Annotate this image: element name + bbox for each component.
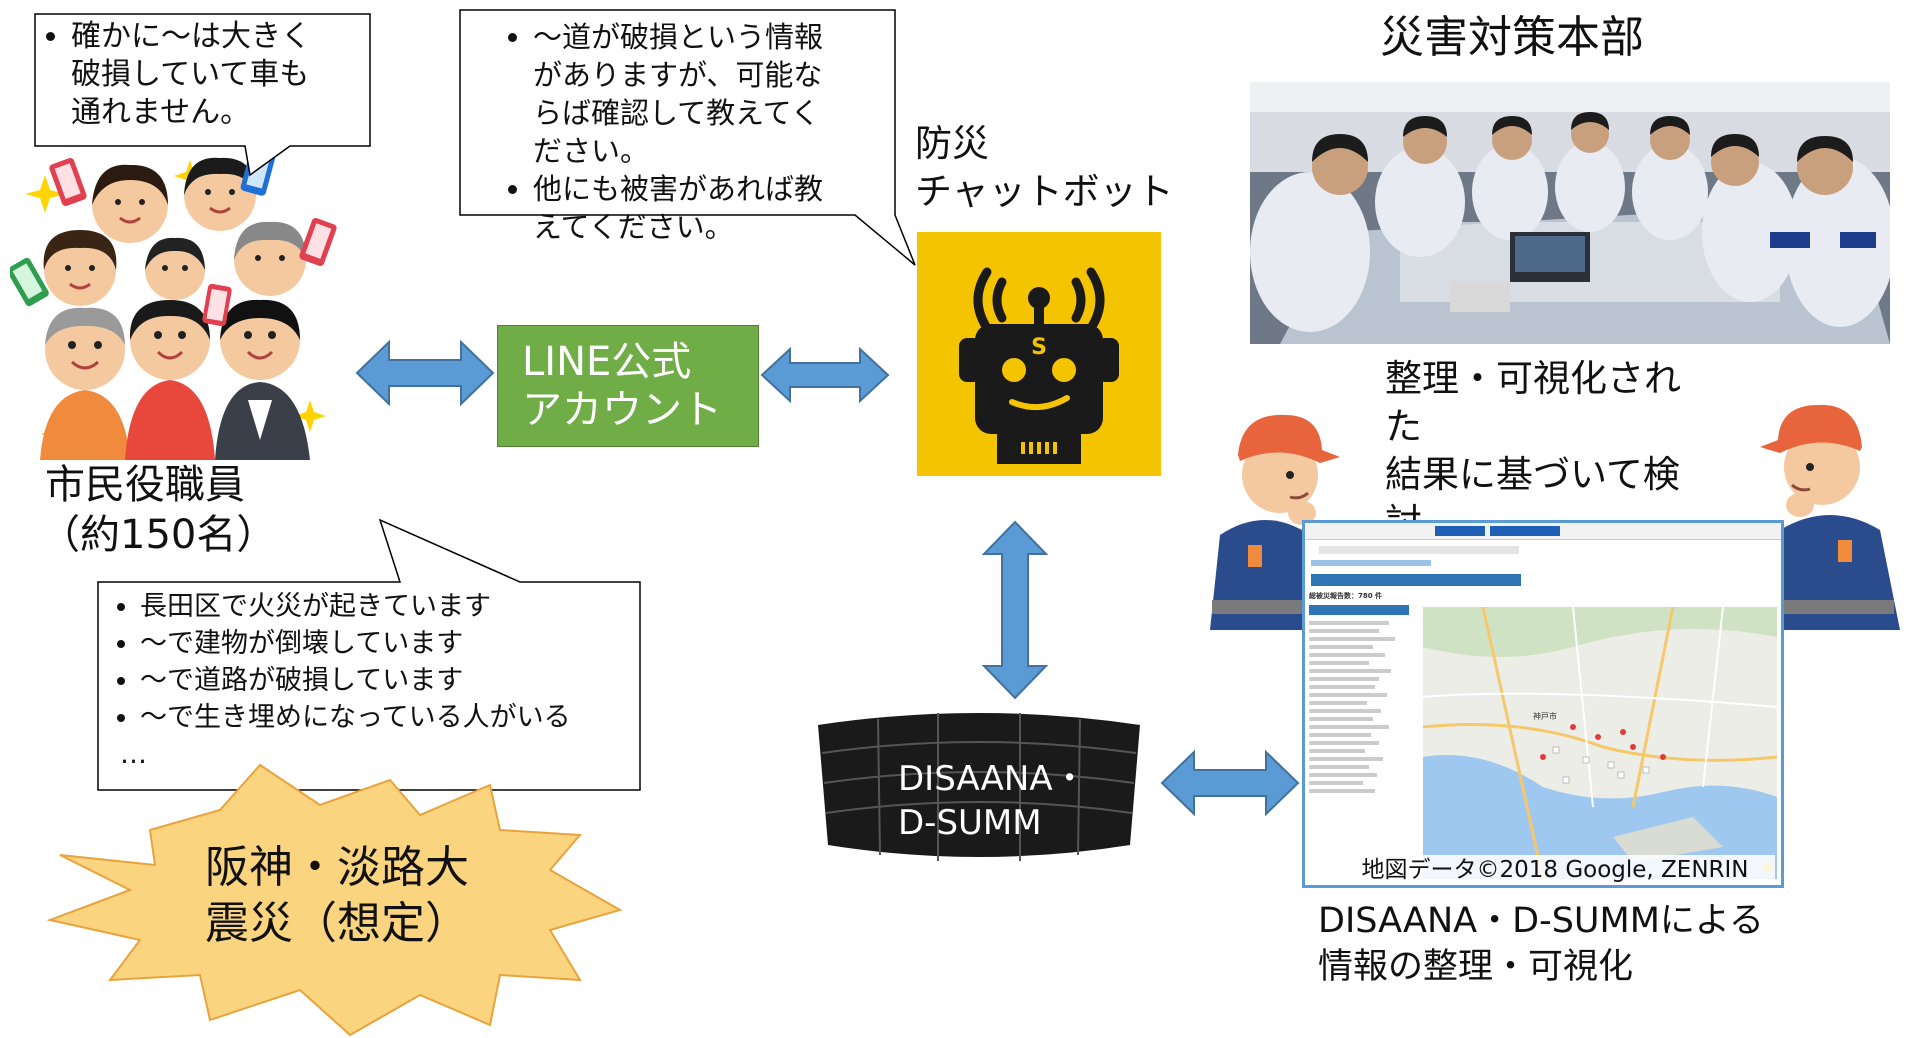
arrow-server-screen <box>1160 749 1300 817</box>
report-item: ～で生き埋めになっている人がいる <box>140 699 634 736</box>
disaana-screen: 総被災報告数：780 件 <box>1302 520 1784 888</box>
report-item: 長田区で火災が起きています <box>140 588 634 625</box>
disaster-label: 阪神・淡路大 震災（想定） <box>205 842 469 949</box>
hq-caption: 整理・可視化された 結果に基づいて検討 <box>1385 357 1681 544</box>
chatbot-robot-icon: S <box>917 232 1161 476</box>
worker-right-illustration <box>1760 385 1910 630</box>
disaster-burst: 阪神・淡路大 震災（想定） <box>20 760 660 1038</box>
reports-bubble: 長田区で火災が起きています ～で建物が倒壊しています ～で道路が破損しています … <box>90 510 650 800</box>
hq-meeting-photo <box>1250 82 1890 344</box>
citizens-illustration <box>7 148 340 460</box>
screen-map[interactable]: 神戸市 <box>1423 607 1777 879</box>
screen-caption: DISAANA・D-SUMMによる 情報の整理・可視化 <box>1318 901 1764 987</box>
server-label: DISAANA・ D-SUMM <box>898 759 1087 843</box>
citizens-label-line1: 市民役職員 <box>45 462 245 508</box>
chatbot-label: 防災 チャットボット <box>915 122 1174 213</box>
chatbot-bubble-item: ～道が破損という情報 がありますが、可能な らば確認して教えてく ださい。 <box>533 18 893 170</box>
line-official-account[interactable]: LINE公式 アカウント <box>497 325 759 447</box>
arrow-line-chatbot <box>760 346 890 404</box>
chatbot-bubble-item: 他にも被害があれば教 えてください。 <box>533 170 893 246</box>
arrow-citizens-line <box>355 339 495 407</box>
disaana-server: DISAANA・ D-SUMM <box>808 705 1150 865</box>
report-more: … <box>120 739 147 770</box>
report-item: ～で建物が倒壊しています <box>140 625 634 662</box>
screen-map-city-label: 神戸市 <box>1533 711 1557 721</box>
map-attribution: 地図データ©2018 Google, ZENRIN <box>1335 855 1775 885</box>
citizen-speech-bubble: 確かに～は大きく 破損していて車も 通れません。 <box>0 0 380 190</box>
citizens-label: 市民役職員 （約150名） <box>20 460 310 560</box>
screen-filters <box>1305 540 1781 592</box>
hq-title: 災害対策本部 <box>1380 12 1644 63</box>
line-account-label: LINE公式 アカウント <box>522 339 722 433</box>
citizens-label-line2: （約150名） <box>40 512 277 558</box>
screen-total-label: 総被災報告数：780 件 <box>1309 592 1383 600</box>
screen-toolbar <box>1305 523 1781 540</box>
citizen-bubble-text: 確かに～は大きく 破損していて車も 通れません。 <box>71 18 365 132</box>
chatbot-speech-bubble: ～道が破損という情報 がありますが、可能な らば確認して教えてく ださい。 他に… <box>455 0 935 275</box>
screen-sidebar: 総被災報告数：780 件 <box>1309 591 1421 885</box>
svg-text:S: S <box>1031 335 1047 360</box>
worker-left-illustration <box>1190 395 1340 630</box>
report-item: ～で道路が破損しています <box>140 662 634 699</box>
arrow-chatbot-server <box>981 520 1049 700</box>
